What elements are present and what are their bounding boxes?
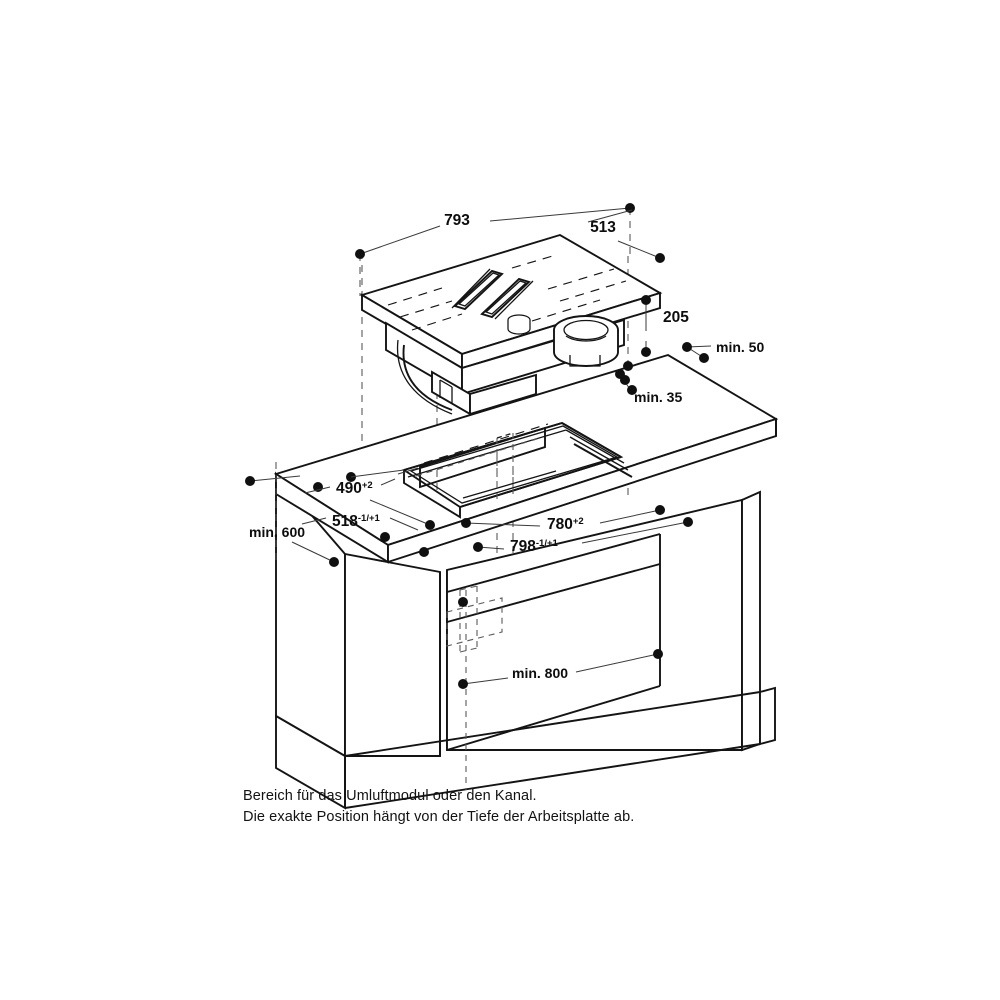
control-knob <box>507 314 531 335</box>
dim-798-label: 798-1/+1 <box>510 538 559 555</box>
cutout-ledge <box>419 423 549 489</box>
locator-dots <box>615 361 633 379</box>
worktop-cutout <box>403 422 633 519</box>
dimension-labels: 793 513 205 min. 50 min. 35 490+2 518-1/… <box>249 212 764 681</box>
dim-513-geometry <box>587 209 665 263</box>
recirculation-module-zone <box>446 585 503 790</box>
dim-min-800-geometry <box>458 597 663 689</box>
dim-513-label: 513 <box>590 219 616 236</box>
dim-min-35-label: min. 35 <box>634 389 682 405</box>
dim-min-600-geometry <box>245 462 339 567</box>
dim-490-label: 490+2 <box>336 480 373 497</box>
dim-780-label: 780+2 <box>547 516 584 533</box>
dim-490-geometry <box>346 469 435 530</box>
worktop <box>273 353 779 564</box>
dim-793-geometry <box>355 203 635 296</box>
dim-205-geometry <box>641 295 651 357</box>
dim-490-518-leaders <box>301 467 419 531</box>
cooktop-appliance <box>359 233 663 416</box>
dim-min-50-label: min. 50 <box>716 339 764 355</box>
ventilation-grille <box>451 268 534 320</box>
dim-798-geometry <box>473 517 693 552</box>
caption-line-1: Bereich für das Umluftmodul oder den Kan… <box>243 788 537 804</box>
dim-min-50-geometry <box>682 342 712 363</box>
cooking-zone-marks <box>387 254 627 331</box>
fan-housing <box>553 315 619 367</box>
caption-line-2: Die exakte Position hängt von der Tiefe … <box>243 809 635 825</box>
dim-min-600-label: min. 600 <box>249 524 305 540</box>
dim-780-geometry <box>461 505 665 528</box>
dim-205-label: 205 <box>663 309 689 326</box>
dim-793-label: 793 <box>444 212 470 229</box>
cutout-hidden-lines <box>415 432 541 500</box>
dim-min-800-label: min. 800 <box>512 665 568 681</box>
dimension-lines <box>245 203 712 689</box>
base-cabinet <box>275 471 776 810</box>
caption-block: Bereich für das Umluftmodul oder den Kan… <box>243 786 843 828</box>
dim-518-label: 518-1/+1 <box>332 513 381 530</box>
